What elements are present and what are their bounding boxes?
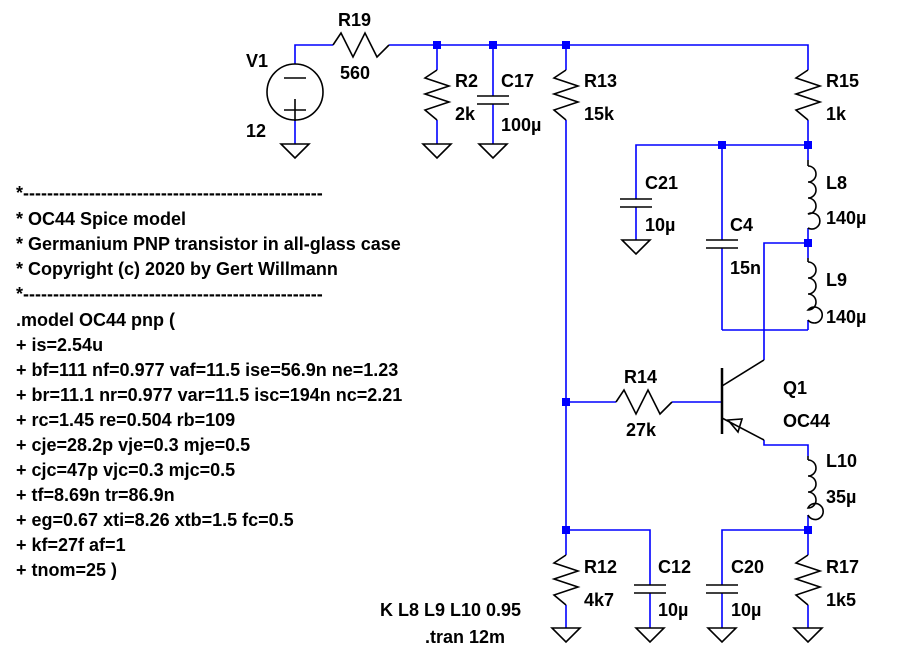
v1-name: V1 — [246, 51, 268, 71]
r14-name: R14 — [624, 367, 657, 387]
spice-line: *---------------------------------------… — [16, 284, 323, 304]
coupling-directive: K L8 L9 L10 0.95 — [380, 600, 521, 620]
r15-name: R15 — [826, 71, 859, 91]
r13-name: R13 — [584, 71, 617, 91]
l9-name: L9 — [826, 270, 847, 290]
r17-name: R17 — [826, 557, 859, 577]
resistor-r15 — [793, 69, 823, 121]
spice-line: + is=2.54u — [16, 335, 103, 355]
r15-value: 1k — [826, 104, 847, 124]
v1-value: 12 — [246, 121, 266, 141]
capacitor-c20 — [706, 584, 738, 594]
r2-value: 2k — [455, 104, 476, 124]
inductor-l9 — [806, 258, 823, 324]
resistor-r13 — [551, 69, 581, 121]
c12-value: 10µ — [658, 600, 688, 620]
c21-name: C21 — [645, 173, 678, 193]
spice-line: + tnom=25 ) — [16, 560, 117, 580]
inductor-l10 — [806, 456, 824, 521]
tran-directive: .tran 12m — [425, 627, 505, 647]
q1-value: OC44 — [783, 411, 830, 431]
resistor-r2 — [422, 69, 452, 121]
c20-value: 10µ — [731, 600, 761, 620]
junction-dots — [433, 41, 812, 534]
resistor-r17 — [793, 554, 823, 606]
l10-name: L10 — [826, 451, 857, 471]
c4-value: 15n — [730, 258, 761, 278]
spice-directives: K L8 L9 L10 0.95 .tran 12m — [380, 600, 521, 647]
r12-name: R12 — [584, 557, 617, 577]
c20-name: C20 — [731, 557, 764, 577]
spice-line: * Germanium PNP transistor in all-glass … — [16, 234, 401, 254]
r2-name: R2 — [455, 71, 478, 91]
capacitor-c12 — [634, 584, 666, 594]
r14-value: 27k — [626, 420, 657, 440]
l8-name: L8 — [826, 173, 847, 193]
spice-line: + cje=28.2p vje=0.3 mje=0.5 — [16, 435, 250, 455]
r17-value: 1k5 — [826, 590, 856, 610]
spice-line: + eg=0.67 xti=8.26 xtb=1.5 fc=0.5 — [16, 510, 294, 530]
inductor-l8 — [807, 160, 821, 230]
c4-name: C4 — [730, 215, 753, 235]
component-labels: V1 12 R19 560 R2 2k C17 100µ R13 15k R15… — [246, 10, 866, 620]
spice-model-block: *---------------------------------------… — [16, 183, 402, 580]
spice-line: + tf=8.69n tr=86.9n — [16, 485, 175, 505]
c12-name: C12 — [658, 557, 691, 577]
spice-line: + kf=27f af=1 — [16, 535, 126, 555]
spice-line: + rc=1.45 re=0.504 rb=109 — [16, 410, 235, 430]
capacitor-c4 — [706, 239, 738, 249]
l9-value: 140µ — [826, 307, 866, 327]
spice-line: * OC44 Spice model — [16, 209, 186, 229]
voltage-source-v1 — [266, 63, 324, 121]
r19-name: R19 — [338, 10, 371, 30]
c17-name: C17 — [501, 71, 534, 91]
l8-value: 140µ — [826, 208, 866, 228]
capacitor-c21 — [620, 198, 652, 208]
resistor-r14 — [615, 388, 673, 416]
c21-value: 10µ — [645, 215, 675, 235]
resistor-r19 — [332, 31, 390, 59]
ground-symbols — [279, 143, 824, 644]
spice-line: * Copyright (c) 2020 by Gert Willmann — [16, 259, 338, 279]
capacitor-c17 — [477, 95, 509, 105]
spice-line: .model OC44 pnp ( — [16, 310, 175, 330]
l10-value: 35µ — [826, 487, 856, 507]
r19-value: 560 — [340, 63, 370, 83]
spice-line: + cjc=47p vjc=0.3 mjc=0.5 — [16, 460, 235, 480]
transistor-q1 — [720, 359, 765, 441]
q1-name: Q1 — [783, 378, 807, 398]
spice-line: + br=11.1 nr=0.977 var=11.5 isc=194n nc=… — [16, 385, 402, 405]
resistor-r12 — [551, 554, 581, 606]
wires — [294, 44, 809, 628]
spice-line: *---------------------------------------… — [16, 183, 323, 203]
r12-value: 4k7 — [584, 590, 614, 610]
c17-value: 100µ — [501, 115, 541, 135]
r13-value: 15k — [584, 104, 615, 124]
spice-line: + bf=111 nf=0.977 vaf=11.5 ise=56.9n ne=… — [16, 360, 398, 380]
